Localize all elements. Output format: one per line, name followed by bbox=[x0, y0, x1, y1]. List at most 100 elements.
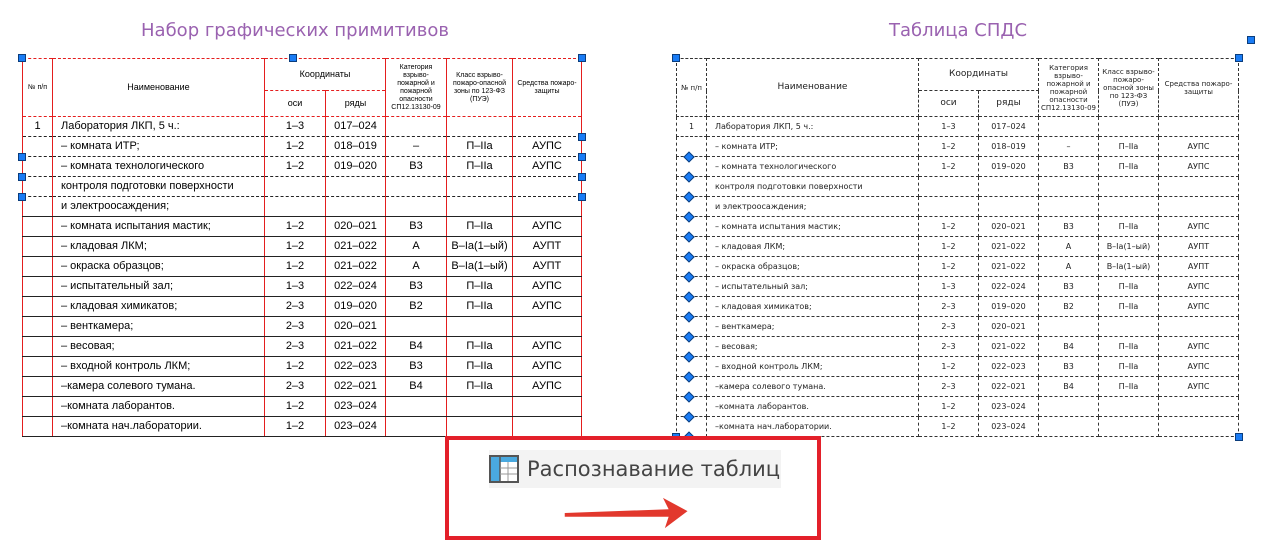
row-axes: 2–3 bbox=[264, 316, 326, 337]
row-name: – комната испытания мастик; bbox=[706, 216, 919, 237]
row-name: –комната лаборантов. bbox=[706, 396, 919, 417]
row-axes: 1–2 bbox=[264, 356, 326, 377]
command-callout: Распознавание таблиц bbox=[445, 436, 821, 540]
row-protection: АУПТ bbox=[512, 256, 582, 277]
row-name: – окраска образцов; bbox=[52, 256, 265, 277]
row-name: контроля подготовки поверхности bbox=[52, 176, 265, 197]
table-recognition-command[interactable]: Распознавание таблиц bbox=[489, 450, 781, 488]
grip-square-icon[interactable] bbox=[1235, 54, 1243, 62]
row-category bbox=[1038, 316, 1099, 337]
row-rows: 019–020 bbox=[978, 156, 1039, 177]
row-category: В3 bbox=[1038, 216, 1099, 237]
header-rows: ряды bbox=[978, 90, 1039, 117]
row-category: В3 bbox=[385, 276, 447, 297]
row-protection: АУПС bbox=[1158, 216, 1239, 237]
row-rows: 023–024 bbox=[325, 416, 386, 437]
row-axes: 1–2 bbox=[918, 416, 979, 437]
row-zone: П–IIа bbox=[1098, 356, 1159, 377]
table-row[interactable]: и электроосаждения; bbox=[676, 196, 1239, 217]
row-name: – весовая; bbox=[52, 336, 265, 357]
row-name: – кладовая ЛКМ; bbox=[52, 236, 265, 257]
grip-square-icon[interactable] bbox=[578, 133, 586, 141]
row-zone: В–Iа(1–ый) bbox=[446, 236, 513, 257]
row-zone bbox=[446, 196, 513, 217]
grip-square-icon[interactable] bbox=[672, 54, 680, 62]
row-name: – кладовая ЛКМ; bbox=[706, 236, 919, 257]
header-protection: Средства пожаро-защиты bbox=[512, 58, 582, 117]
grip-square-icon[interactable] bbox=[1235, 433, 1243, 441]
row-axes: 1–2 bbox=[918, 356, 979, 377]
grip-square-icon[interactable] bbox=[578, 54, 586, 62]
table-row[interactable]: контроля подготовки поверхности bbox=[22, 176, 582, 197]
row-protection bbox=[512, 416, 582, 437]
grip-square-icon[interactable] bbox=[18, 153, 26, 161]
grip-square-icon[interactable] bbox=[289, 54, 297, 62]
row-rows: 022–021 bbox=[325, 376, 386, 397]
row-category: – bbox=[385, 136, 447, 157]
row-protection bbox=[1158, 116, 1239, 137]
row-category bbox=[385, 316, 447, 337]
grip-square-icon[interactable] bbox=[578, 193, 586, 201]
row-zone: В–Iа(1–ый) bbox=[446, 256, 513, 277]
row-zone: П–IIа bbox=[446, 216, 513, 237]
row-rows: 022–021 bbox=[978, 376, 1039, 397]
row-name: –комната лаборантов. bbox=[52, 396, 265, 417]
row-rows bbox=[978, 196, 1039, 217]
grip-square-icon[interactable] bbox=[1247, 36, 1255, 44]
row-category: В2 bbox=[1038, 296, 1099, 317]
table-row[interactable]: и электроосаждения; bbox=[22, 196, 582, 217]
row-axes: 1–2 bbox=[918, 256, 979, 277]
row-protection bbox=[1158, 416, 1239, 437]
row-protection bbox=[512, 176, 582, 197]
row-rows: 022–023 bbox=[978, 356, 1039, 377]
row-axes: 1–2 bbox=[918, 136, 979, 157]
grip-square-icon[interactable] bbox=[578, 173, 586, 181]
row-axes: 1–2 bbox=[264, 156, 326, 177]
grip-square-icon[interactable] bbox=[18, 54, 26, 62]
row-category: В4 bbox=[1038, 376, 1099, 397]
grip-square-icon[interactable] bbox=[18, 173, 26, 181]
row-rows: 019–020 bbox=[325, 296, 386, 317]
row-category bbox=[385, 396, 447, 417]
row-axes: 1–2 bbox=[918, 216, 979, 237]
row-axes: 2–3 bbox=[918, 296, 979, 317]
row-rows bbox=[325, 176, 386, 197]
row-category: В3 bbox=[1038, 356, 1099, 377]
row-protection: АУПТ bbox=[512, 236, 582, 257]
grip-square-icon[interactable] bbox=[578, 153, 586, 161]
table-row[interactable]: контроля подготовки поверхности bbox=[676, 176, 1239, 197]
row-zone bbox=[1098, 316, 1159, 337]
grip-square-icon[interactable] bbox=[18, 193, 26, 201]
